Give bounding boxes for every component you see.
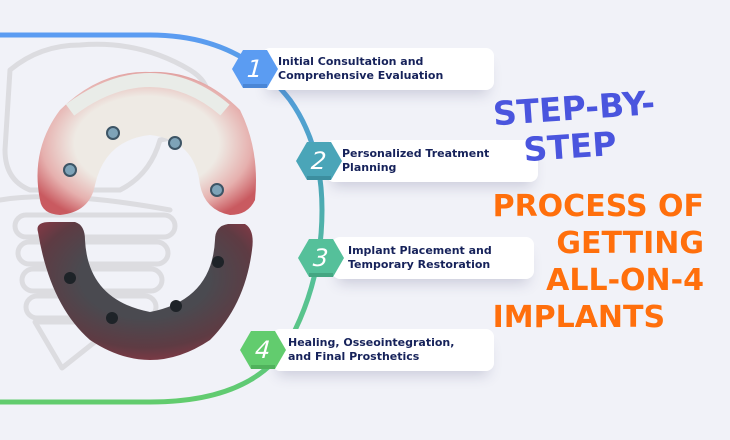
step-badge-1: 1	[232, 48, 278, 90]
hexagon-icon	[298, 239, 344, 277]
hexagon-icon	[296, 142, 342, 180]
headline-process: PROCESS OF GETTING ALL-ON-4 IMPLANTS	[492, 189, 704, 335]
step-badge-4: 4	[240, 329, 286, 371]
step-badge-3: 3	[298, 237, 344, 279]
hexagon-icon	[232, 50, 278, 88]
hexagon-icon	[240, 331, 286, 369]
headline-step-by-step: STEP-BY- STEP	[491, 83, 656, 170]
lower-denture-image	[37, 222, 253, 360]
step-card-4: Healing, Osseointegration,and Final Pros…	[272, 329, 494, 371]
step-badge-2: 2	[296, 140, 342, 182]
upper-denture-image	[37, 71, 256, 216]
